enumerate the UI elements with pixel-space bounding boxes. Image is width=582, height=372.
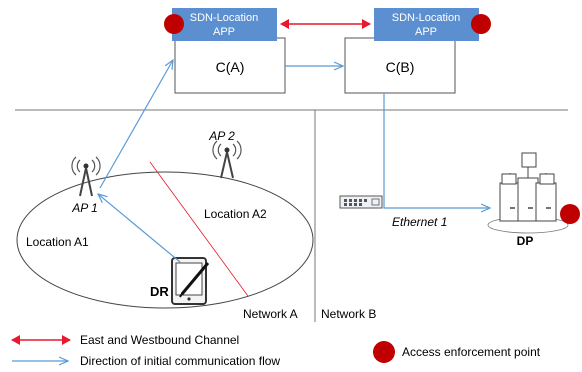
controller-a-box [174, 37, 286, 94]
ethernet-switch-icon [339, 195, 383, 209]
legend-enforcement-label: Access enforcement point [402, 345, 541, 359]
enforcement-point-cb [471, 14, 491, 34]
ap2-label: AP 2 [208, 129, 235, 143]
location-boundary-line [149, 161, 249, 297]
controller-b-label: C(B) [386, 59, 415, 75]
ethernet-label: Ethernet 1 [392, 215, 447, 229]
flow-cb-to-dp [383, 93, 490, 208]
legend-flow-label: Direction of initial communication flow [80, 354, 280, 368]
flow-ap1-to-ca [99, 60, 173, 189]
dp-server-icon [499, 152, 557, 222]
ap1-antenna-icon [71, 156, 101, 197]
controller-b-app-box [374, 8, 479, 41]
dr-device-icon [171, 257, 210, 305]
location-a1-label: Location A1 [26, 235, 89, 249]
location-a2-label: Location A2 [204, 207, 267, 221]
network-a-label: Network A [243, 307, 298, 321]
network-a-ellipse [16, 171, 314, 309]
ap2-antenna-icon [212, 140, 242, 179]
enforcement-point-dp [560, 204, 580, 224]
controller-b-box [344, 37, 456, 94]
controller-b-app-label-1: SDN-Location [392, 12, 460, 24]
ap1-label: AP 1 [71, 201, 98, 215]
network-b-label: Network B [321, 307, 376, 321]
controller-a-app-label-2: APP [213, 26, 235, 38]
enforcement-point-ca [164, 14, 184, 34]
legend-east-west-label: East and Westbound Channel [80, 333, 239, 347]
controller-a-label: C(A) [216, 59, 245, 75]
controller-b-app-label-2: APP [415, 26, 437, 38]
flow-dr-to-ap1 [98, 194, 181, 263]
dr-label: DR [150, 284, 169, 299]
controller-a-app-label-1: SDN-Location [190, 12, 258, 24]
legend-enforcement-icon [373, 341, 395, 363]
controller-a-app-box [172, 8, 277, 41]
dp-label: DP [517, 234, 534, 248]
